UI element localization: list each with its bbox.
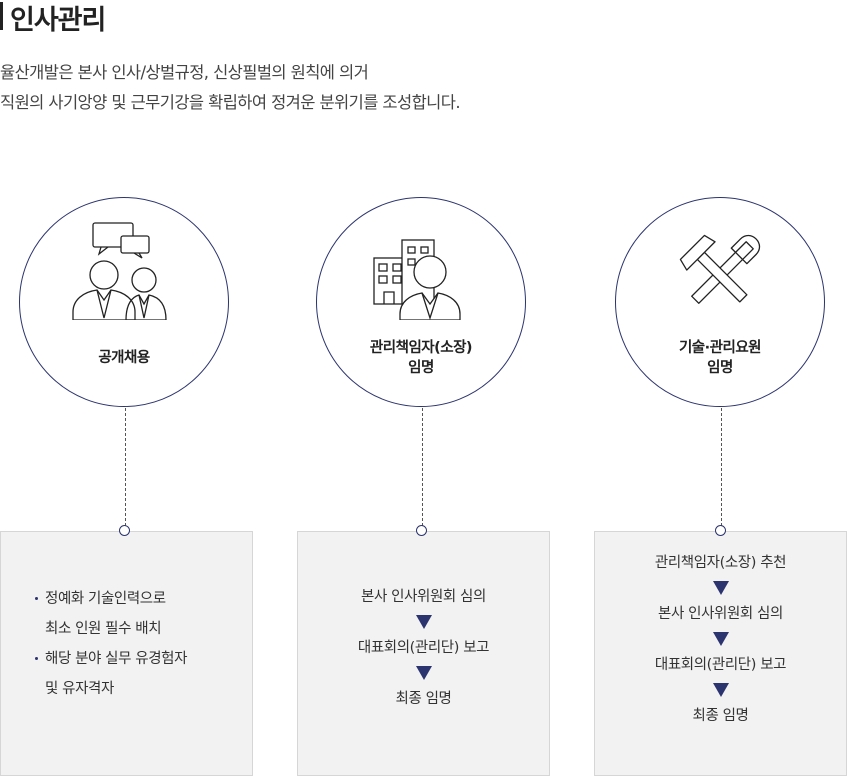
intro-line: 율산개발은 본사 인사/상벌규정, 신상필벌의 원칙에 의거 (0, 63, 369, 82)
title-accent-bar (0, 2, 3, 30)
connector-dot (416, 525, 427, 536)
process-step: 관리책임자(소장) 추천 (654, 555, 787, 571)
recruitment-icon (72, 222, 167, 320)
recruitment-detail-box: 정예화 기술인력으로 최소 인원 필수 배치 해당 분야 실무 유경험자 및 유… (0, 531, 253, 776)
circle-label-line: 기술·관리요원 (678, 340, 762, 356)
tools-icon (679, 234, 761, 304)
list-item-continuation: 및 유자격자 (45, 681, 114, 697)
circle-label: 관리책임자(소장) 임명 (317, 338, 525, 378)
down-arrow-icon (712, 632, 729, 646)
circle-label: 공개채용 (20, 348, 228, 368)
process-step: 대표회의(관리단) 보고 (357, 640, 490, 656)
staff-appointment-circle: 기술·관리요원 임명 (615, 197, 825, 407)
process-step: 본사 인사위원회 심의 (658, 606, 783, 622)
recruitment-circle: 공개채용 (19, 197, 229, 407)
office-manager-icon (373, 239, 461, 320)
connector-line (721, 408, 722, 526)
page-title: 인사관리 (10, 5, 106, 36)
list-item-continuation: 최소 인원 필수 배치 (45, 621, 162, 637)
circle-label-line: 임명 (408, 360, 434, 376)
staff-process-box: 관리책임자(소장) 추천 본사 인사위원회 심의 대표회의(관리단) 보고 최종… (594, 531, 847, 776)
process-step: 본사 인사위원회 심의 (361, 589, 486, 605)
connector-dot (119, 525, 130, 536)
circle-label-line: 관리책임자(소장) (369, 340, 473, 356)
process-steps: 관리책임자(소장) 추천 본사 인사위원회 심의 대표회의(관리단) 보고 최종… (595, 552, 846, 727)
intro-line: 직원의 사기앙양 및 근무기강을 확립하여 정겨운 분위기를 조성합니다. (0, 93, 461, 112)
manager-appointment-circle: 관리책임자(소장) 임명 (316, 197, 526, 407)
bullet-list: 정예화 기술인력으로 최소 인원 필수 배치 해당 분야 실무 유경험자 및 유… (33, 584, 187, 704)
manager-process-box: 본사 인사위원회 심의 대표회의(관리단) 보고 최종 임명 (297, 531, 550, 776)
list-item: 해당 분야 실무 유경험자 (33, 644, 187, 674)
down-arrow-icon (712, 683, 729, 697)
down-arrow-icon (415, 666, 432, 680)
down-arrow-icon (415, 615, 432, 629)
circle-label-line: 임명 (707, 360, 733, 376)
connector-dot (715, 525, 726, 536)
process-step: 대표회의(관리단) 보고 (654, 657, 787, 673)
connector-line (125, 408, 126, 526)
list-item: 정예화 기술인력으로 (33, 584, 187, 614)
circle-label-line: 공개채용 (98, 350, 150, 366)
process-step: 최종 임명 (692, 708, 749, 724)
connector-line (422, 408, 423, 526)
intro-text: 율산개발은 본사 인사/상벌규정, 신상필벌의 원칙에 의거 직원의 사기앙양 … (0, 58, 461, 118)
down-arrow-icon (712, 581, 729, 595)
process-step: 최종 임명 (395, 691, 452, 707)
process-steps: 본사 인사위원회 심의 대표회의(관리단) 보고 최종 임명 (298, 586, 549, 710)
circle-label: 기술·관리요원 임명 (616, 338, 824, 378)
